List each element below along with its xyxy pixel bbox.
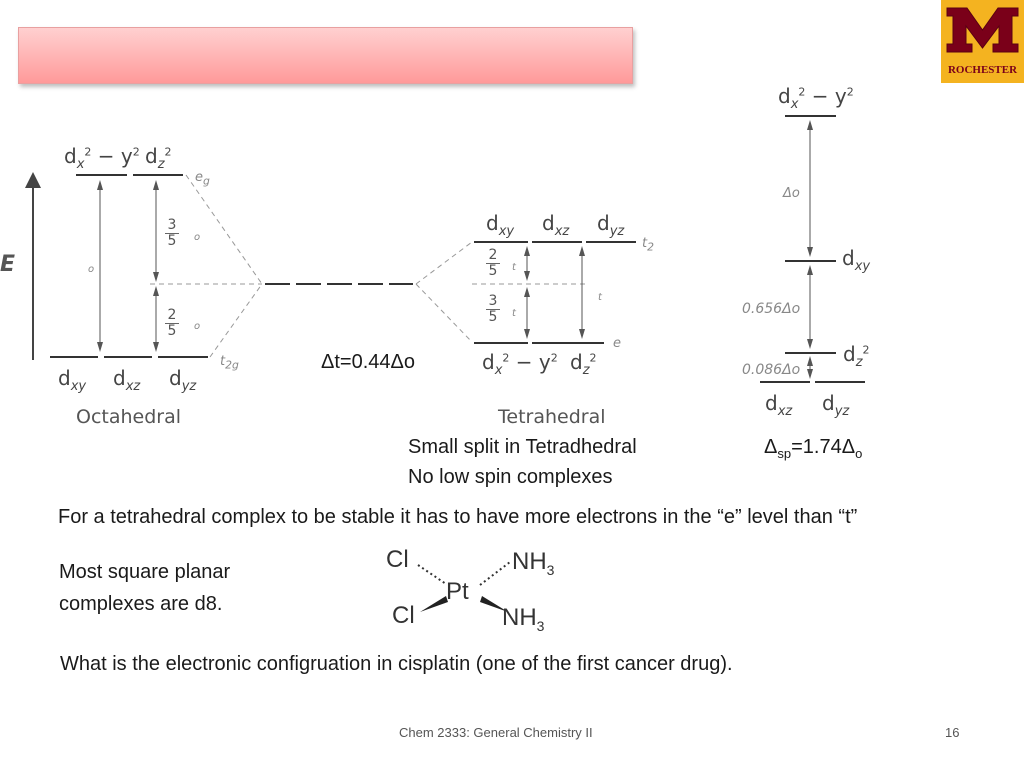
- tet-dxy-label: dxy: [486, 211, 515, 239]
- sp-dyz-label: dyz: [822, 391, 850, 419]
- pt-atom: Pt: [446, 578, 469, 605]
- tet-dx2y2-label: dx2 − y2: [482, 350, 558, 378]
- sp-gap-0656: 0.656Δo: [742, 301, 801, 317]
- university-logo: ROCHESTER: [941, 0, 1024, 83]
- tet-dyz-label: dyz: [597, 211, 625, 239]
- oct-dz2-label: dz2: [145, 144, 172, 172]
- m-logo-icon: [946, 7, 1019, 53]
- cl-bottom-atom: Cl: [392, 602, 415, 629]
- no-low-spin-text: No low spin complexes: [408, 466, 613, 488]
- oct-dyz-label: dyz: [169, 366, 197, 394]
- sp-dx2y2-label: dx2 − y2: [778, 84, 854, 112]
- oct-frac-o-upper: o: [194, 232, 201, 243]
- oct-dx2y2-label: dx2 − y2: [64, 144, 140, 172]
- tet-e-label: e: [613, 336, 621, 351]
- sp-dz2-label: dz2: [843, 342, 870, 370]
- splitting-diagram: [50, 174, 636, 358]
- tetrahedral-label: Tetrahedral: [498, 406, 606, 428]
- cisplatin-bonds: [417, 561, 511, 612]
- nh3-bottom-group: NH3: [502, 604, 545, 634]
- oct-dxz-label: dxz: [113, 366, 141, 394]
- energy-label: E: [0, 252, 16, 277]
- logo-text: ROCHESTER: [947, 64, 1018, 76]
- sp-dxz-label: dxz: [765, 391, 793, 419]
- delta-t-text: Δt=0.44Δo: [321, 351, 416, 373]
- oct-t2g-label: t2g: [220, 354, 239, 372]
- axis-arrow-icon: [25, 172, 41, 188]
- sp-dxy-label: dxy: [842, 246, 871, 274]
- square-planar-text-1: Most square planar: [59, 561, 231, 583]
- tet-t2-label: t2: [642, 236, 654, 254]
- tet-t-upper: t: [512, 262, 516, 273]
- square-planar-text-2: complexes are d8.: [59, 593, 223, 615]
- tet-dxz-label: dxz: [542, 211, 570, 239]
- oct-eg-label: eg: [195, 170, 210, 188]
- oct-delta-o-mark: o: [88, 264, 95, 275]
- footer-page-number: 16: [945, 725, 960, 740]
- oct-dxy-label: dxy: [58, 366, 87, 394]
- cl-top-atom: Cl: [386, 546, 409, 573]
- small-split-text: Small split in Tetradhedral: [408, 436, 637, 458]
- square-planar-diagram: [760, 115, 865, 383]
- title-banner: [18, 27, 633, 84]
- sp-gap-0086: 0.086Δo: [742, 362, 801, 378]
- tet-t-total: t: [598, 292, 602, 303]
- tet-t-lower: t: [512, 308, 516, 319]
- tetra-stability-text: For a tetrahedral complex to be stable i…: [58, 506, 858, 528]
- cisplatin-structure: Cl Pt NH3 Cl NH3: [380, 540, 570, 640]
- nh3-top-group: NH3: [512, 548, 555, 578]
- footer-course: Chem 2333: General Chemistry II: [399, 725, 593, 740]
- cisplatin-question: What is the electronic configruation in …: [60, 653, 733, 675]
- octahedral-label: Octahedral: [76, 406, 182, 428]
- tet-dz2-label: dz2: [570, 350, 597, 378]
- sp-delta-o: Δo: [783, 186, 800, 201]
- oct-frac-o-lower: o: [194, 321, 201, 332]
- energy-axis: [25, 172, 41, 360]
- delta-sp-text: Δsp=1.74Δo: [764, 436, 863, 461]
